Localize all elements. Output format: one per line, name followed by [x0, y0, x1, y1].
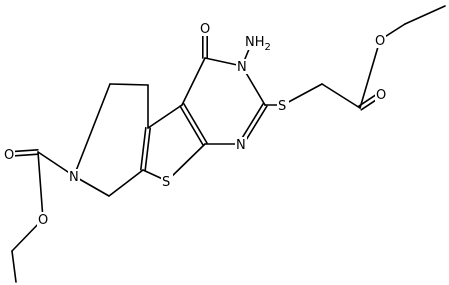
atom-ester-o-carbonyl: O — [375, 87, 387, 103]
bond — [144, 127, 151, 172]
atom-amino: NH2 — [242, 34, 272, 53]
bond — [183, 103, 208, 144]
bond — [238, 103, 264, 144]
bond — [321, 83, 361, 109]
bond — [109, 83, 149, 86]
svg-text:S: S — [278, 99, 286, 114]
bond — [181, 57, 206, 106]
bond — [37, 151, 44, 220]
svg-text:N: N — [69, 170, 79, 185]
svg-text:O: O — [4, 148, 14, 163]
svg-text:NH2: NH2 — [245, 35, 271, 53]
atom-carbamate-o-carbonyl: O — [3, 147, 15, 163]
atom-amino-sub: 2 — [265, 42, 271, 53]
atom-ring-n3: N — [236, 59, 248, 75]
atom-thiophene-s: S — [161, 174, 173, 190]
svg-text:O: O — [376, 88, 386, 103]
bond — [166, 143, 206, 182]
svg-text:N: N — [236, 138, 246, 153]
svg-text:O: O — [375, 34, 385, 49]
svg-text:O: O — [38, 213, 48, 228]
atom-piperidine-n: N — [68, 169, 80, 185]
atom-carbonyl-o: O — [199, 21, 211, 37]
svg-text:O: O — [200, 22, 210, 37]
bond — [282, 83, 323, 106]
svg-text:N: N — [237, 60, 247, 75]
bond — [147, 104, 183, 129]
bond — [179, 105, 204, 146]
bond — [73, 83, 111, 177]
bond — [140, 126, 147, 171]
bond — [204, 57, 243, 67]
atom-label-layer: NH2 N N O S — [3, 21, 387, 228]
svg-text:S: S — [162, 175, 170, 190]
bond — [108, 169, 144, 197]
bond — [11, 250, 17, 283]
atom-ester-o-ether: O — [374, 33, 386, 49]
atom-carbamate-o-ether: O — [37, 212, 49, 228]
atom-amino-main: NH — [245, 35, 265, 50]
atom-thio-s: S — [277, 98, 289, 114]
bond — [404, 5, 446, 25]
bond — [359, 39, 381, 109]
atom-ring-n1: N — [235, 137, 247, 153]
